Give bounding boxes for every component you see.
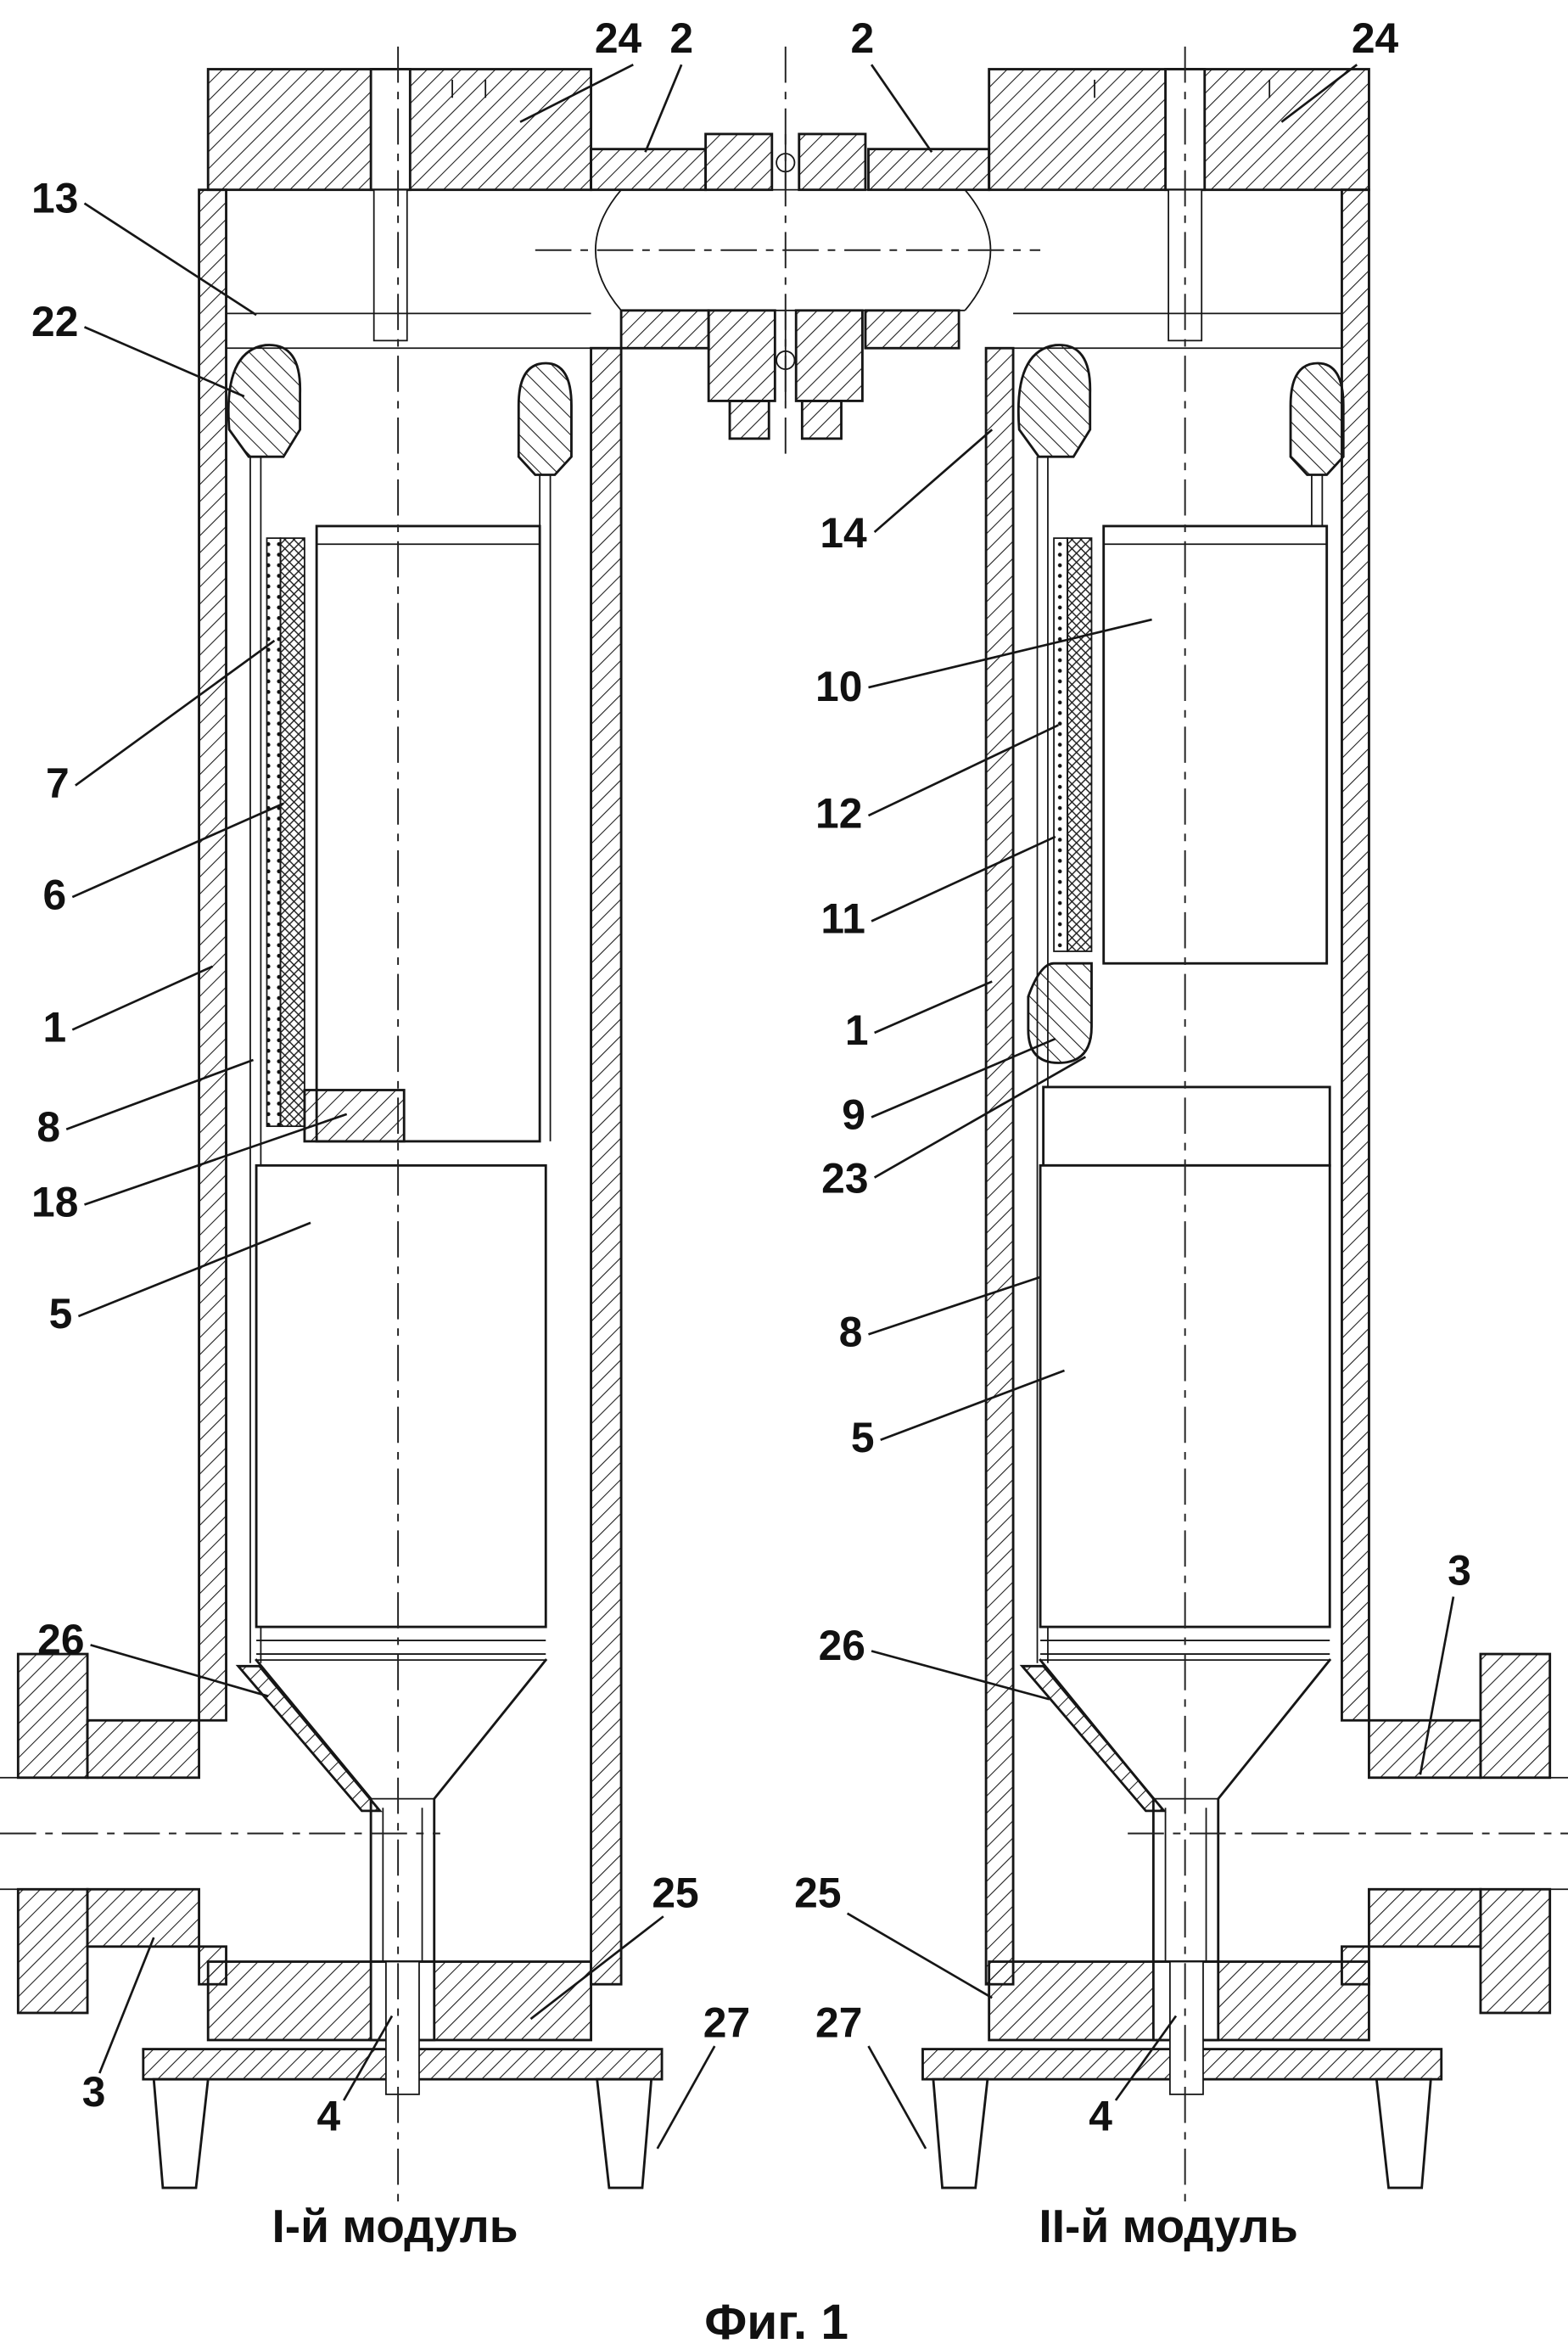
leader-line (77, 1221, 311, 1318)
callout-5-left: 5 (49, 1290, 73, 1337)
callout-14: 14 (820, 509, 867, 557)
callout-3-right: 3 (1448, 1546, 1471, 1594)
callout-6: 6 (43, 871, 67, 918)
leader-line (867, 2045, 927, 2150)
callout-23: 23 (821, 1154, 868, 1202)
leader-line (871, 835, 1056, 922)
leader-line (870, 64, 933, 154)
callout-1-right: 1 (845, 1006, 869, 1054)
callout-24-right: 24 (1352, 14, 1399, 62)
callout-3-left: 3 (82, 2068, 106, 2116)
leader-line (871, 1037, 1056, 1118)
captions: I-й модуль II-й модуль Фиг. 1 (272, 2200, 1297, 2349)
callout-4-right: 4 (1089, 2093, 1112, 2140)
leader-line (65, 1058, 254, 1130)
leader-line (846, 1912, 993, 1999)
leader-line (644, 64, 683, 153)
callout-26-left: 26 (37, 1616, 84, 1663)
callout-11: 11 (820, 895, 865, 943)
callout-27-right: 27 (815, 1999, 862, 2046)
callout-27-left: 27 (703, 1999, 750, 2046)
leader-line (1280, 64, 1358, 123)
leader-line (873, 1056, 1087, 1179)
leader-line (1419, 1596, 1455, 1775)
leader-line (868, 1275, 1041, 1336)
leader-line (656, 2045, 716, 2150)
leader-line (75, 639, 276, 787)
callout-10: 10 (815, 663, 862, 710)
leader-line (83, 202, 257, 317)
callout-2-left: 2 (669, 14, 693, 62)
center-duct-drawing (535, 46, 1041, 454)
leader-line (71, 802, 284, 899)
callout-22: 22 (31, 298, 78, 345)
callout-1-left: 1 (43, 1004, 67, 1051)
callout-5-right: 5 (851, 1414, 875, 1461)
callout-24-left: 24 (595, 14, 642, 62)
callout-8-left: 8 (36, 1103, 60, 1151)
callout-8-right: 8 (839, 1309, 863, 1356)
leader-line (71, 965, 214, 1031)
module1-caption: I-й модуль (272, 2200, 518, 2252)
callouts: 24 2 2 24 13 22 7 6 1 8 18 5 26 3 4 25 2… (31, 14, 1471, 2150)
module2-caption: II-й модуль (1039, 2200, 1297, 2252)
leader-line (83, 326, 245, 398)
callout-25-right: 25 (794, 1870, 841, 1917)
leader-line (98, 1937, 155, 2074)
leader-line (529, 1915, 664, 2021)
callout-7: 7 (46, 760, 70, 807)
callout-25-left: 25 (652, 1870, 698, 1917)
callout-2-right: 2 (851, 14, 875, 62)
leader-line (342, 2015, 394, 2101)
leader-line (1114, 2015, 1178, 2101)
callout-9: 9 (842, 1091, 865, 1139)
callout-26-right: 26 (819, 1622, 865, 1669)
leader-line (871, 1650, 1050, 1701)
leader-line (867, 724, 1059, 817)
leader-line (90, 1644, 269, 1698)
callout-13: 13 (31, 174, 78, 221)
right-module-drawing (921, 46, 1568, 2206)
callout-4-left: 4 (317, 2093, 341, 2140)
leader-line (873, 429, 994, 534)
callout-12: 12 (815, 789, 862, 837)
leader-line (868, 618, 1152, 689)
leader-line (880, 1369, 1065, 1441)
left-module-drawing (0, 46, 664, 2206)
callout-18: 18 (31, 1179, 78, 1226)
leader-line (874, 980, 993, 1034)
leader-line (519, 63, 634, 123)
leader-line (84, 1113, 348, 1206)
figure-caption: Фиг. 1 (704, 2295, 848, 2349)
